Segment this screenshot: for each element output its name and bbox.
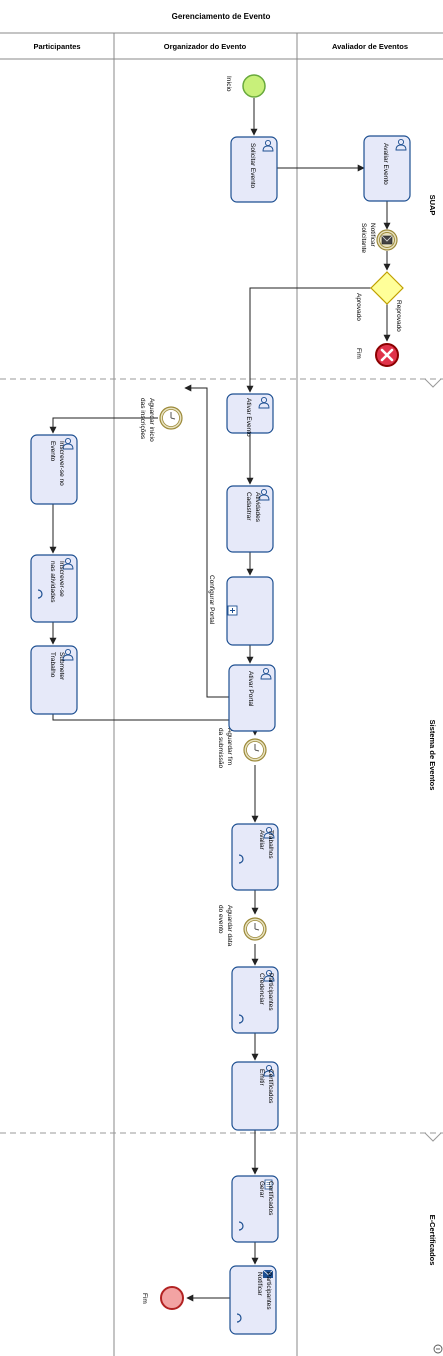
loop-icon [238,1221,244,1231]
task-solicitar-evento[interactable]: Solicitar Evento [230,136,278,203]
task-label: Cadastrar Atividades [245,492,261,523]
clock-icon [170,412,176,420]
task-label: Ativar Portal [247,671,254,707]
column-participantes: Participantes [33,42,80,51]
lane-label-suap: SUAP [428,195,437,216]
loop-icon [236,1313,242,1323]
end-event-final[interactable] [160,1286,184,1310]
task-label: Credenciar Participantes [258,973,274,1011]
timer-event-inscricoes[interactable] [159,406,183,430]
configurar-portal-label: Configurar Portal [208,575,215,625]
task-inscrever-atividades[interactable]: Inscrever-se nas atividades [30,554,78,623]
notify-intermediate-event[interactable] [376,229,398,251]
task-label: Submeter Trabalho [49,652,65,682]
task-label: Avaliar Trabalhos [258,830,274,859]
task-label: Gerar Certificados [258,1181,274,1216]
notify-event-label: Notificar Solicitante [360,223,376,253]
task-ativar-portal[interactable]: Ativar Portal [228,664,276,732]
task-avaliar-evento[interactable]: Avaliar Evento [363,135,411,202]
script-task-icon [264,1179,273,1190]
task-inscrever-evento[interactable]: Inscrever-se no Evento [30,434,78,505]
task-label: Emitir Certificados [258,1069,274,1104]
gateway-label-aprovado: Aprovado [355,293,362,321]
loop-icon [238,1014,244,1024]
end-reprovado-label: Fim [355,348,362,359]
task-gerar-certificados[interactable]: Gerar Certificados [231,1175,279,1243]
end-event-reprovado[interactable] [375,343,399,367]
clock-icon [254,744,260,752]
pool-title: Gerenciamento de Evento [172,12,271,21]
task-label: Solicitar Evento [249,143,256,189]
task-emitir-certificados[interactable]: Emitir Certificados [231,1061,279,1131]
subprocess-configurar-portal[interactable] [226,576,274,646]
task-label: Ativar Evento [245,398,252,437]
lane-separators [0,378,443,1142]
start-event[interactable] [242,74,266,98]
task-notificar-participantes[interactable]: Notificar Participantes [229,1265,277,1335]
timer-evento-label: Aguardar data do evento [217,905,233,948]
column-organizador: Organizador do Evento [164,42,247,51]
task-credenciar-participantes[interactable]: Credenciar Participantes [231,966,279,1034]
lane-label-sistema: Sistema de Eventos [428,720,437,791]
clock-icon [254,923,260,931]
start-event-label: Início [225,76,232,92]
timer-event-evento[interactable] [243,917,267,941]
gateway-exclusive[interactable] [370,271,404,305]
envelope-icon [381,235,393,245]
subprocess-icon [227,605,238,616]
task-label: Notificar Participantes [256,1272,272,1310]
timer-inscricoes-label: Aguardar início das inscrições [139,398,155,444]
pool-frame [0,32,443,1356]
timer-submissao-label: Aguardar fim da submissão [217,728,233,768]
sequence-flows [49,98,391,1302]
task-cadastrar-atividades[interactable]: Cadastrar Atividades [226,485,274,553]
task-label: Avaliar Evento [382,143,389,185]
task-label: Inscrever-se no Evento [49,441,65,488]
timer-event-submissao[interactable] [243,738,267,762]
task-ativar-evento[interactable]: Ativar Evento [226,393,274,437]
gateway-label-reprovado: Reprovado [395,300,402,332]
task-avaliar-trabalhos[interactable]: Avaliar Trabalhos [231,823,279,891]
end-final-label: Fim [141,1293,148,1304]
send-task-icon [262,1269,274,1278]
cancel-icon [380,348,394,362]
column-avaliador: Avaliador de Eventos [332,42,408,51]
task-submeter-trabalho[interactable]: Submeter Trabalho [30,645,78,715]
loop-icon [238,854,244,864]
loop-icon [37,589,43,599]
zoom-icon[interactable] [433,1344,443,1354]
task-label: Inscrever-se nas atividades [49,561,65,603]
lane-label-ecertificados: E-Certificados [428,1215,437,1266]
